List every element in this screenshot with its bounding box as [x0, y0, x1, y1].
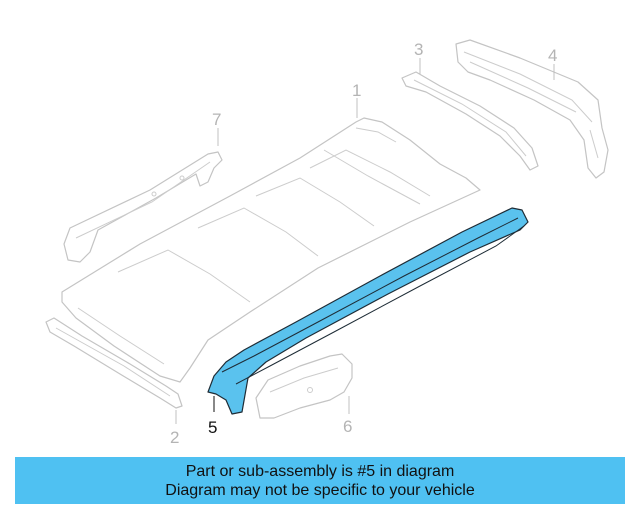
callout-1: 1: [352, 81, 361, 100]
callout-4: 4: [548, 46, 557, 65]
info-banner: Part or sub-assembly is #5 in diagram Di…: [15, 457, 625, 504]
callout-6: 6: [343, 417, 352, 436]
callout-2: 2: [170, 428, 179, 447]
banner-line-2: Diagram may not be specific to your vehi…: [165, 481, 475, 499]
callout-5: 5: [208, 418, 217, 437]
part-2-front-header[interactable]: [45, 317, 183, 409]
part-7-left-rail[interactable]: [63, 151, 223, 263]
callout-7: 7: [212, 110, 221, 129]
part-4-rear-header[interactable]: [455, 39, 609, 179]
banner-line-1: Part or sub-assembly is #5 in diagram: [185, 462, 455, 480]
part-1-roof-panel[interactable]: [61, 117, 481, 383]
part-5-side-rail[interactable]: [207, 207, 529, 415]
parts-diagram: 1 2 3 4 5 6 7: [45, 39, 609, 447]
part-3-rear-bow[interactable]: [401, 71, 539, 171]
part-6-pillar-bracket[interactable]: [255, 353, 353, 419]
callout-3: 3: [414, 40, 423, 59]
